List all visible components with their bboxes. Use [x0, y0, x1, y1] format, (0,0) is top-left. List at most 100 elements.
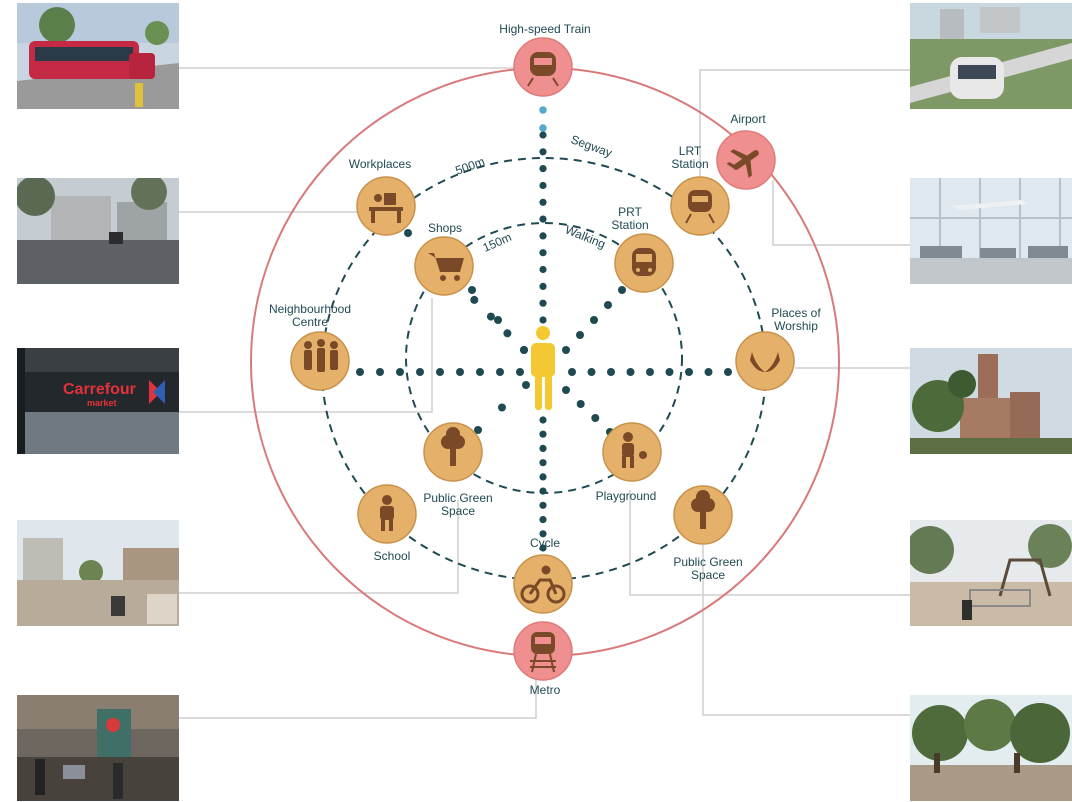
- path-dot: [498, 403, 506, 412]
- path-dot: [604, 301, 612, 309]
- school-label: School: [374, 549, 411, 563]
- path-dot: [539, 249, 547, 257]
- photo-city-street: [17, 178, 179, 284]
- path-dot: [618, 286, 626, 294]
- path-dot: [503, 329, 512, 338]
- tree-icon: [441, 427, 465, 466]
- node-public-green-outer[interactable]: Public Green Space: [673, 485, 743, 582]
- public-green-outer-label-2: Space: [691, 568, 725, 582]
- public-green-inner-label-2: Space: [441, 504, 475, 518]
- path-dot: [562, 346, 570, 354]
- path-dot: [607, 368, 615, 376]
- connector-green-outer: [702, 545, 910, 716]
- walking-label: Walking: [563, 222, 607, 251]
- node-workplaces[interactable]: Workplaces: [349, 157, 416, 236]
- node-school[interactable]: School: [357, 484, 417, 563]
- path-dot: [539, 316, 547, 324]
- neighbourhood-centre-label-1: Neighbourhood: [269, 302, 351, 316]
- node-lrt-station[interactable]: LRT Station: [670, 144, 730, 236]
- photo-park: [910, 695, 1072, 801]
- path-dot: [539, 265, 547, 274]
- path-dot: [522, 381, 530, 389]
- connector-metro: [178, 676, 537, 719]
- path-dot: [516, 368, 524, 376]
- public-green-inner-label-1: Public Green: [423, 491, 492, 505]
- path-dot: [539, 473, 547, 481]
- path-dot: [436, 368, 444, 376]
- shops-label: Shops: [428, 221, 462, 235]
- prt-station-label-2: Station: [611, 218, 648, 232]
- dotted-paths: [356, 106, 732, 552]
- path-dot: [376, 368, 384, 376]
- photo-metro-entrance: [17, 695, 179, 801]
- praying-hands-icon: [750, 352, 780, 372]
- node-playground[interactable]: Playground: [596, 422, 662, 503]
- node-metro[interactable]: Metro: [513, 621, 573, 697]
- path-dot: [404, 229, 412, 237]
- path-dot: [539, 198, 547, 206]
- path-dot: [539, 165, 547, 173]
- lrt-station-label-2: Station: [671, 157, 708, 171]
- path-dot: [470, 295, 479, 304]
- lrt-train-icon: [685, 190, 715, 224]
- neighbourhood-centre-label-2: Centre: [292, 315, 328, 329]
- places-of-worship-label-1: Places of: [771, 306, 821, 320]
- path-dot: [356, 368, 364, 376]
- path-dot: [539, 487, 547, 495]
- path-dot: [520, 346, 528, 354]
- airport-label: Airport: [730, 112, 766, 126]
- node-high-speed-train[interactable]: High-speed Train: [499, 22, 591, 97]
- workplaces-label: Workplaces: [349, 157, 411, 171]
- metro-label: Metro: [530, 683, 561, 697]
- path-dot: [539, 215, 547, 223]
- path-dot: [496, 368, 504, 376]
- path-dot: [474, 426, 482, 434]
- node-places-of-worship[interactable]: Places of Worship: [735, 306, 821, 391]
- path-dot: [665, 368, 674, 376]
- path-dot: [724, 368, 732, 376]
- playground-label: Playground: [596, 489, 657, 503]
- high-speed-train-label: High-speed Train: [499, 22, 590, 36]
- photo-connectors: [178, 67, 910, 719]
- outer-ring-label: 500m: [454, 154, 487, 177]
- path-dot: [576, 400, 585, 408]
- connector-airport: [772, 180, 910, 246]
- airplane-icon: [726, 149, 759, 178]
- photo-prt-vehicle: [910, 3, 1072, 109]
- path-dot: [539, 416, 547, 424]
- path-dot: [539, 516, 547, 524]
- node-shops[interactable]: Shops: [414, 221, 474, 296]
- connector-lrt: [699, 69, 910, 178]
- path-dot: [539, 530, 547, 538]
- path-dot: [396, 368, 404, 376]
- public-green-outer-label-1: Public Green: [673, 555, 742, 569]
- path-dot: [704, 368, 713, 376]
- path-dot: [539, 299, 547, 307]
- path-dot: [539, 148, 547, 156]
- node-neighbourhood-centre[interactable]: Neighbourhood Centre: [269, 302, 351, 391]
- accent-dot: [539, 106, 547, 114]
- path-dot: [646, 368, 654, 376]
- photo-public-square: [17, 520, 179, 626]
- photo-airport-terminal: [910, 178, 1072, 284]
- node-airport[interactable]: Airport: [716, 112, 776, 190]
- path-dot: [626, 368, 635, 376]
- photo-carrefour-store: Carrefour market: [17, 348, 179, 454]
- path-dot: [456, 368, 464, 376]
- lrt-station-label-1: LRT: [679, 144, 702, 158]
- connector-shops: [178, 298, 433, 413]
- path-dot: [539, 282, 547, 290]
- desk-icon: [369, 193, 403, 223]
- prt-station-label-1: PRT: [618, 205, 642, 219]
- path-dot: [468, 286, 476, 294]
- node-public-green-inner[interactable]: Public Green Space: [423, 422, 493, 518]
- cycle-label: Cycle: [530, 536, 560, 550]
- path-dot: [539, 444, 547, 452]
- train-icon: [527, 52, 559, 87]
- path-dot: [539, 131, 547, 139]
- person-icon: [531, 326, 555, 410]
- node-cycle[interactable]: Cycle: [513, 536, 573, 614]
- path-dot: [576, 331, 584, 339]
- node-prt-station[interactable]: PRT Station: [611, 205, 674, 293]
